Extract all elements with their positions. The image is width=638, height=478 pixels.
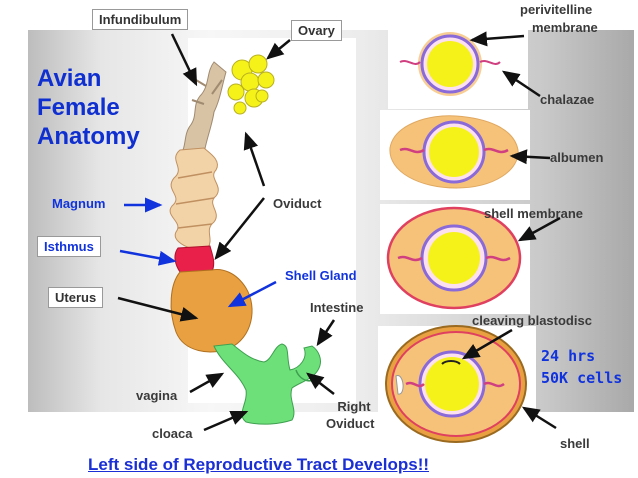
perivitelline-label-2: membrane <box>532 20 598 35</box>
egg-stage-4 <box>385 325 527 443</box>
oviduct-label: Oviduct <box>273 196 322 211</box>
uterus-label: Uterus <box>48 287 104 308</box>
isthmus-label: Isthmus <box>37 236 101 257</box>
shell-membrane-label: shell membrane <box>484 206 583 221</box>
chalazae-label: chalazae <box>540 92 595 107</box>
stage-note: 24 hrs 50K cells <box>541 345 622 389</box>
vagina-label: vagina <box>136 388 178 403</box>
time-label: 24 hrs <box>541 347 596 365</box>
perivitelline-label-1: perivitelline <box>520 2 593 17</box>
right-oviduct-label-2: Oviduct <box>326 416 375 431</box>
albumen-label: albumen <box>550 150 604 165</box>
egg-stage-1 <box>399 32 501 96</box>
footer-caption: Left side of Reproductive Tract Develops… <box>88 455 430 474</box>
cloaca-label: cloaca <box>152 426 193 441</box>
uterus-shape <box>170 269 253 353</box>
title-line-3: Anatomy <box>37 123 140 150</box>
ovary-shape <box>227 54 275 115</box>
shell-gland-label: Shell Gland <box>285 268 357 283</box>
infundibulum-shape <box>181 61 227 155</box>
right-oviduct-label-1: Right <box>337 399 371 414</box>
cells-label: 50K cells <box>541 369 623 387</box>
infundibulum-label: Infundibulum <box>92 9 189 30</box>
magnum-label: Magnum <box>52 196 106 211</box>
background-panel <box>28 30 634 412</box>
intestine-label: Intestine <box>310 300 364 315</box>
cloaca-shape <box>213 343 321 425</box>
egg-stage-2 <box>389 115 519 189</box>
title-line-2: Female <box>37 94 120 121</box>
diagram-title: Avian Female Anatomy <box>37 64 140 151</box>
cleaving-blastodisc-label: cleaving blastodisc <box>472 313 592 328</box>
ovary-label: Ovary <box>291 20 342 41</box>
egg-stage-3 <box>386 206 522 310</box>
shell-label: shell <box>560 436 590 451</box>
title-line-1: Avian <box>37 65 102 92</box>
isthmus-shape <box>174 245 215 273</box>
